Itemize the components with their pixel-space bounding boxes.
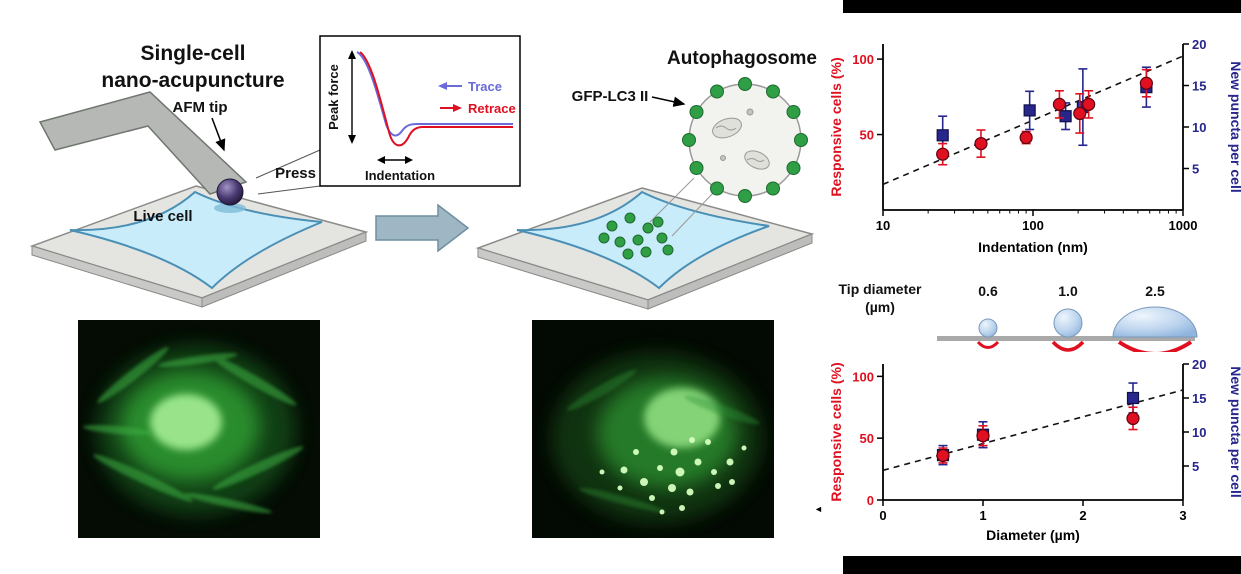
- trace-curve: [356, 51, 513, 137]
- bottom-black-bar: [843, 556, 1241, 574]
- deformation-arc-small: [976, 340, 1000, 349]
- autophagosome-label: Autophagosome: [667, 48, 817, 69]
- right-tick-label: 20: [1192, 37, 1206, 52]
- autophagosome-membrane: [688, 83, 802, 197]
- afm-bead-tip: [216, 178, 244, 206]
- press-label: Press: [275, 165, 316, 182]
- left-tick-label: 100: [852, 52, 874, 67]
- data-point-square: [936, 129, 949, 142]
- x-tick-label: 10: [876, 218, 890, 233]
- tip-diameter-label-line1: Tip diameter: [839, 281, 923, 297]
- right-tick-label: 15: [1192, 79, 1206, 94]
- deformation-arc-medium: [1051, 340, 1085, 352]
- right-tick-label: 5: [1192, 459, 1199, 474]
- faint-filaments: [567, 369, 760, 513]
- gfp-lc3-ring-dots: [682, 77, 808, 203]
- tip-diameter-label-line2: (µm): [865, 299, 895, 315]
- retrace-legend-label: Retrace: [468, 101, 516, 116]
- x-tick-label: 1000: [1169, 218, 1198, 233]
- deformation-arc-large: [1117, 340, 1193, 352]
- gfp-lc3-label: GFP-LC3 II: [572, 88, 649, 105]
- x-tick-label: 100: [1022, 218, 1044, 233]
- right-axis-title: New puncta per cell: [1228, 366, 1241, 497]
- data-point-circle: [936, 147, 950, 161]
- live-cell-label: Live cell: [133, 208, 192, 225]
- left-tick-label: 50: [860, 128, 874, 143]
- data-point-circle: [976, 429, 990, 443]
- magnify-line-2: [671, 191, 715, 237]
- tip-size-1.0: 1.0: [1058, 283, 1078, 299]
- magnify-line-1: [649, 177, 695, 223]
- fluorescence-image-before: [78, 320, 320, 538]
- tip-size-0.6: 0.6: [978, 283, 998, 299]
- x-tick-label: 1: [979, 508, 986, 523]
- x-axis-title: Indentation (nm): [978, 239, 1088, 255]
- schematic-title-line2: nano-acupuncture: [101, 69, 284, 92]
- membrane-line: [937, 336, 1195, 341]
- inset-box: [319, 35, 521, 187]
- peak-force-label: Peak force: [326, 64, 341, 130]
- data-point-circle: [1082, 97, 1096, 111]
- x-axis-title: Diameter (µm): [986, 527, 1080, 543]
- autophagosome-diagram: [682, 77, 808, 203]
- tip-sphere-medium: [1053, 308, 1083, 338]
- x-tick-label: 0: [879, 508, 886, 523]
- right-tick-label: 10: [1192, 425, 1206, 440]
- right-tick-label: 10: [1192, 120, 1206, 135]
- data-point-square: [1059, 110, 1072, 123]
- retrace-curve: [359, 51, 513, 147]
- data-point-circle: [974, 136, 988, 151]
- indentation-label: Indentation: [365, 168, 435, 183]
- afm-tip-label: AFM tip: [173, 99, 228, 116]
- fluorescence-image-after: [532, 320, 774, 538]
- inset-callout-line-top: [255, 149, 321, 179]
- left-tick-label: 100: [852, 369, 874, 384]
- trend-line: [882, 55, 1184, 186]
- data-point-circle: [1019, 130, 1033, 145]
- tip-size-2.5: 2.5: [1145, 283, 1165, 299]
- x-tick-label: 3: [1179, 508, 1186, 523]
- data-point-square: [1126, 391, 1140, 405]
- data-point-circle: [1126, 411, 1140, 426]
- right-tick-label: 15: [1192, 391, 1206, 406]
- afm-tip-pointer-arrow: [211, 117, 226, 152]
- data-point-circle: [1052, 97, 1067, 111]
- indentation-shadow: [214, 203, 246, 213]
- left-axis-title: Responsive cells (%): [828, 57, 844, 196]
- gfp-lc3-pointer-arrow: [651, 96, 686, 107]
- x-tick-label: 2: [1079, 508, 1086, 523]
- data-point-circle: [936, 448, 950, 463]
- cell-puncta-dots: [598, 212, 674, 260]
- left-tick-label: 0: [867, 493, 874, 508]
- cytoskeleton-filaments: [83, 347, 304, 514]
- cursor-artifact: ◄: [814, 504, 823, 514]
- tip-diameter-illustration: Tip diameter (µm) 0.6 1.0 2.5: [839, 281, 1198, 352]
- gfp-puncta-dots: [599, 437, 747, 515]
- force-curve-inset: Peak force Trace Retrace Indentation: [319, 35, 521, 187]
- schematic-title-line1: Single-cell: [140, 42, 245, 65]
- data-point-square: [1023, 104, 1036, 117]
- autophagosome-organelles: [712, 108, 770, 170]
- right-tick-label: 20: [1192, 357, 1206, 372]
- right-axis-title: New puncta per cell: [1228, 61, 1241, 192]
- schematic-diagram: Single-cell nano-acupuncture AFM tip Pre…: [29, 35, 817, 310]
- right-tick-label: 5: [1192, 162, 1199, 177]
- data-point-circle: [1073, 106, 1087, 121]
- tip-sphere-large: [1112, 306, 1198, 338]
- live-cell-shape: [69, 190, 323, 290]
- inset-callout-line-bottom: [257, 185, 321, 195]
- data-point-circle: [1139, 76, 1153, 90]
- left-axis-title: Responsive cells (%): [828, 362, 844, 501]
- left-tick-label: 50: [860, 431, 874, 446]
- tip-sphere-small: [978, 318, 998, 338]
- afm-cantilever: [38, 91, 248, 195]
- transition-arrow: [375, 203, 470, 253]
- top-black-bar: [843, 0, 1241, 13]
- trace-legend-label: Trace: [468, 79, 502, 94]
